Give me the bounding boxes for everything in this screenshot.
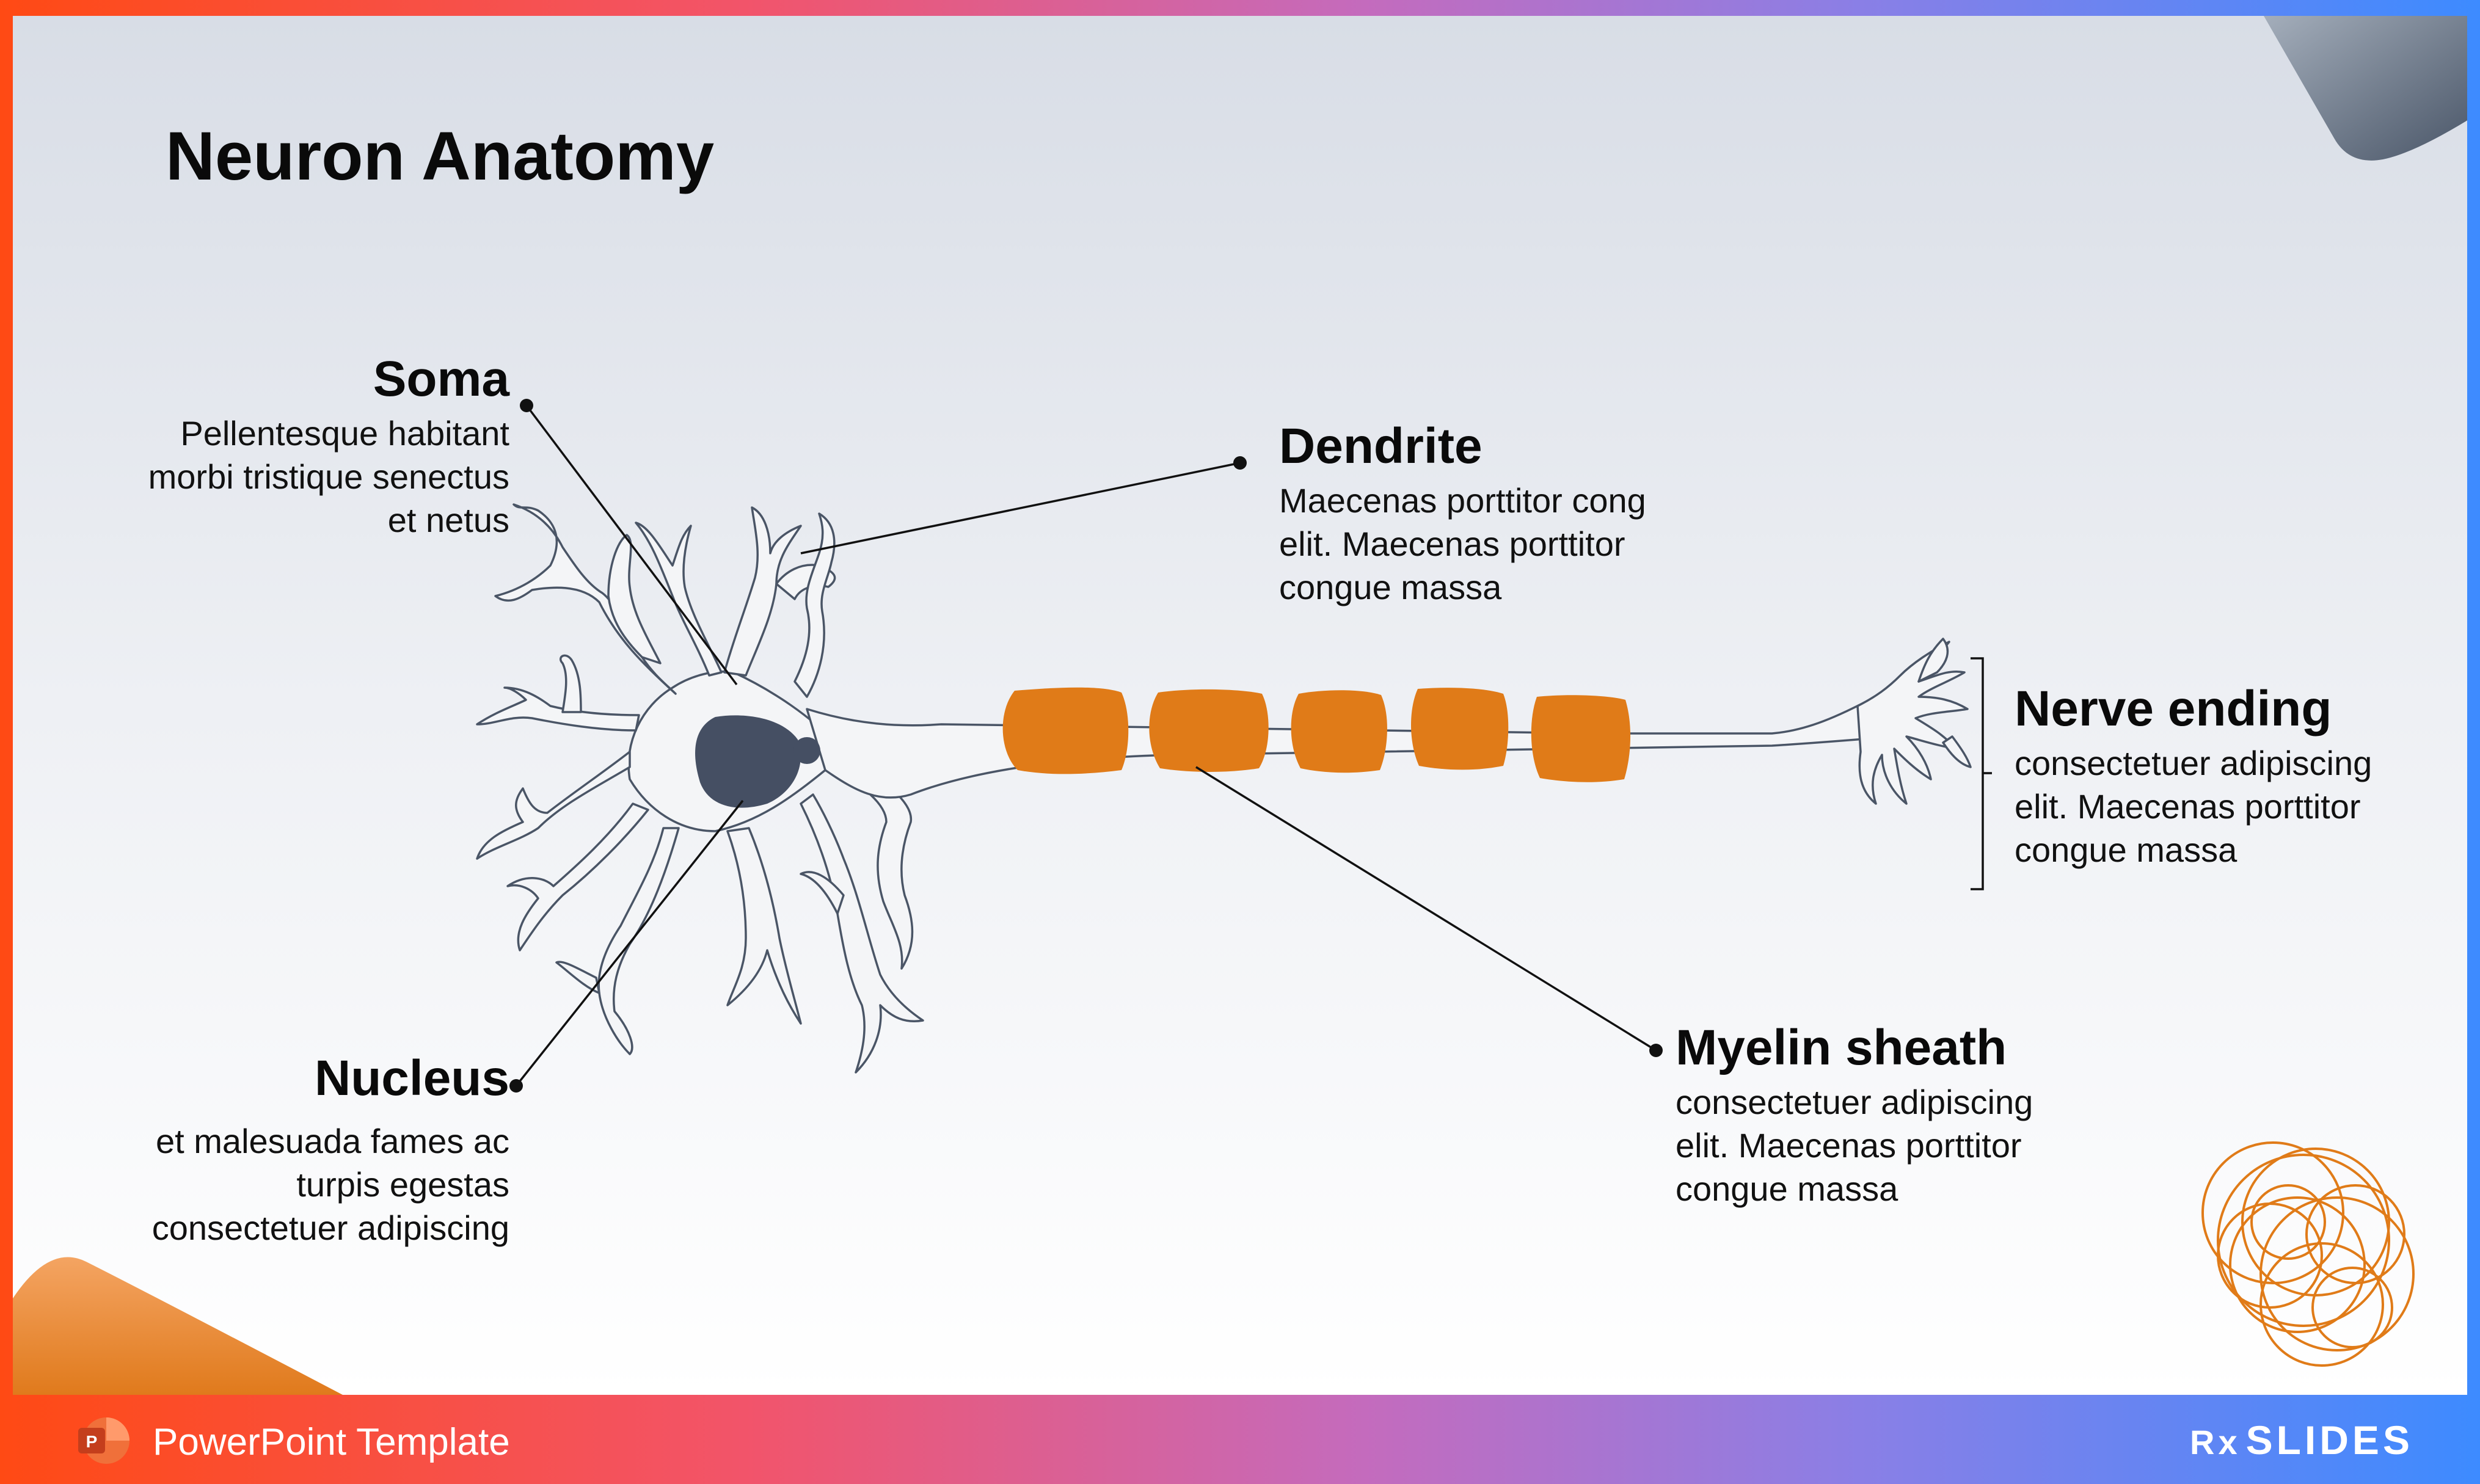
soma-title: Soma <box>373 351 509 407</box>
leader-lines <box>515 404 1992 1087</box>
corner-shape-bottom-left <box>13 1257 343 1395</box>
nucleus-title: Nucleus <box>315 1050 509 1106</box>
circle-scribble-decoration <box>2201 1141 2415 1367</box>
slide: Neuron Anatomy <box>13 16 2467 1395</box>
myelin-sheath-title: Myelin sheath <box>1676 1020 2007 1075</box>
nerve-ending-title: Nerve ending <box>2015 681 2332 737</box>
powerpoint-icon: P <box>78 1417 129 1464</box>
brand-mark: Rx <box>2190 1423 2241 1461</box>
nucleus-shape <box>695 715 820 808</box>
footer-text: PowerPoint Template <box>153 1421 510 1463</box>
svg-text:P: P <box>86 1432 98 1451</box>
page-title: Neuron Anatomy <box>166 118 715 194</box>
myelin-segments <box>1002 687 1631 782</box>
dendrite-title: Dendrite <box>1279 418 1483 474</box>
leader-dots <box>509 399 1663 1093</box>
corner-shape-top-right <box>2264 16 2467 161</box>
neuron-body <box>476 503 1972 1074</box>
neuron-diagram <box>476 399 1992 1093</box>
brand-text: SLIDES <box>2245 1417 2413 1463</box>
